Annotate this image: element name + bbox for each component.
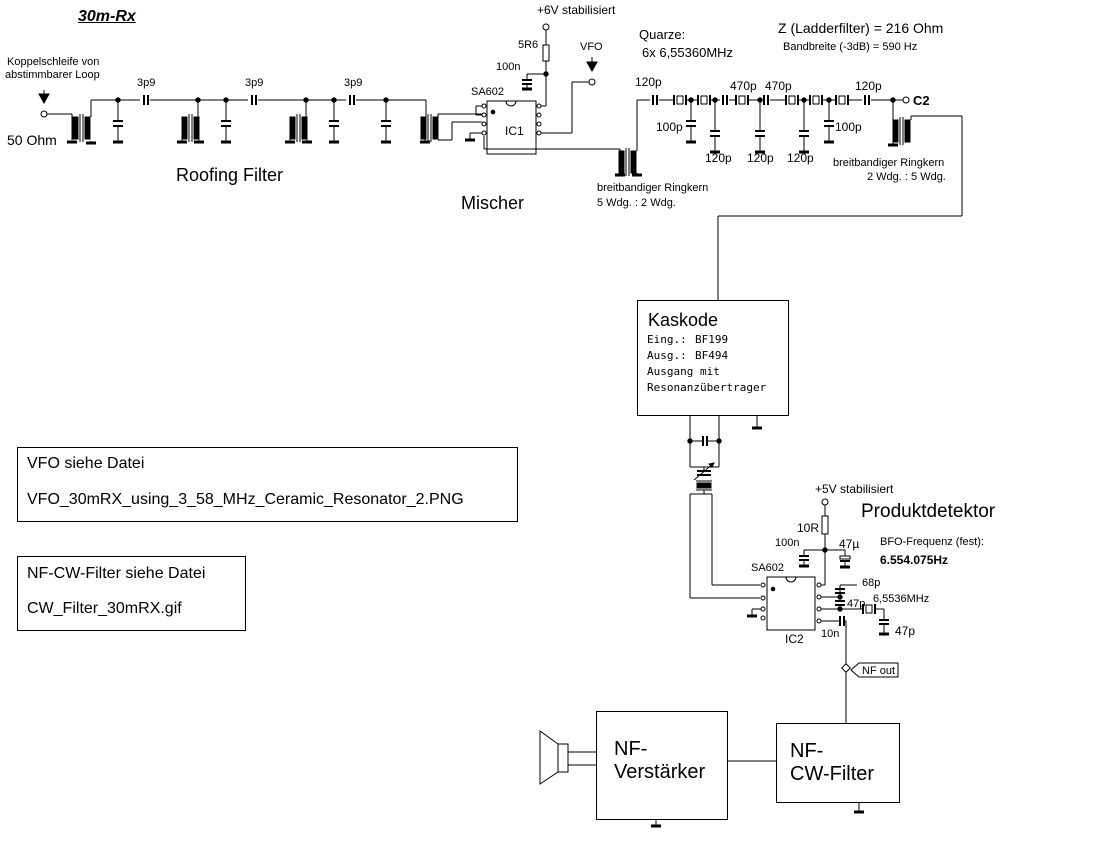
node-c2: C2 [913, 93, 930, 108]
ladder-cap-shunt-2: 120p [705, 151, 732, 165]
product-cap-47p-b: 47p [895, 624, 916, 638]
roofing-cap-1: 3p9 [137, 77, 156, 89]
cw-filter-note-box: NF-CW-Filter siehe Datei CW_Filter_30mRX… [17, 556, 246, 631]
product-cap-68p: 68p [862, 577, 881, 589]
ladder-cap-shunt-5: 100p [835, 120, 862, 134]
audio-chain-drawing [539, 730, 866, 828]
ladder-impedance: Z (Ladderfilter) = 216 Ohm [778, 20, 944, 36]
ladder-core-line2: 2 Wdg. : 5 Wdg. [867, 171, 946, 183]
nf-amplifier-block: NF- Verstärker [596, 711, 728, 820]
cw-filter-line1: NF- [790, 740, 824, 762]
mixer-resistor: 5R6 [518, 39, 539, 51]
roofing-filter-drawing [38, 90, 482, 145]
roofing-cap-3: 3p9 [344, 77, 363, 89]
nf-out-tag: NF out [862, 665, 896, 677]
roofing-cap-2: 3p9 [245, 77, 264, 89]
cw-note-line1: NF-CW-Filter siehe Datei [27, 565, 206, 582]
roofing-filter-label: Roofing Filter [176, 165, 284, 185]
mixer-ic-label: IC1 [505, 124, 524, 138]
product-crystal: 6,5536MHz [873, 593, 930, 605]
cascode-block: Kaskode Eing.: BF199 Ausg.: BF494 Ausgan… [637, 300, 789, 416]
vfo-note-box: VFO siehe Datei VFO_30mRX_using_3_58_MHz… [17, 447, 518, 522]
mixer-supply: +6V stabilisiert [537, 3, 616, 17]
cw-filter-block: NF- CW-Filter [776, 723, 900, 803]
ladder-core-line1: breitbandiger Ringkern [833, 157, 945, 169]
ladder-cap-top-1: 120p [635, 75, 662, 89]
input-coupling-line1: Koppelschleife von [7, 56, 100, 68]
vfo-input-label: VFO [580, 41, 603, 53]
quartz-line2: 6x 6,55360MHz [642, 45, 734, 60]
product-detector-title: Produktdetektor [861, 501, 996, 522]
ladder-cap-shunt-1: 100p [656, 120, 683, 134]
cascode-in-value: BF199 [695, 333, 729, 346]
ladder-bandwidth: Bandbreite (-3dB) = 590 Hz [783, 41, 918, 53]
mixer-core-line1: breitbandiger Ringkern [597, 182, 709, 194]
ladder-cap-shunt-4: 120p [787, 151, 814, 165]
product-cap-100n: 100n [775, 537, 800, 549]
product-detector-drawing [745, 498, 899, 723]
cascode-out-value: BF494 [695, 349, 729, 362]
cascode-line3: Ausgang mit [647, 365, 720, 378]
input-coupling-line2: abstimmbarer Loop [5, 69, 100, 81]
ladder-cap-top-4: 120p [855, 79, 882, 93]
product-cap-10n: 10n [821, 628, 840, 640]
schematic-title: 30m-Rx [78, 8, 136, 25]
quartz-line1: Quarze: [639, 27, 686, 42]
ladder-cap-shunt-3: 120p [747, 151, 774, 165]
cascode-wiring [687, 414, 764, 599]
nf-amplifier-line1: NF- [614, 738, 648, 760]
vfo-note-line1: VFO siehe Datei [27, 455, 145, 472]
product-cap-47p-a: 47p [847, 598, 866, 610]
cascode-out-label: Ausg.: [647, 349, 687, 362]
mixer-chip: SA602 [471, 86, 505, 98]
vfo-note-line2: VFO_30mRX_using_3_58_MHz_Ceramic_Resonat… [27, 491, 464, 508]
input-impedance: 50 Ohm [7, 132, 57, 148]
cascode-title: Kaskode [648, 310, 719, 330]
mixer-cap: 100n [496, 61, 521, 73]
product-ic-label: IC2 [785, 632, 804, 646]
mixer-label: Mischer [461, 193, 525, 213]
cw-filter-line2: CW-Filter [790, 763, 875, 785]
nf-amplifier-line2: Verstärker [614, 761, 706, 783]
bfo-value: 6.554.075Hz [880, 553, 949, 567]
product-supply: +5V stabilisiert [815, 482, 894, 496]
cascode-line4: Resonanzübertrager [647, 381, 767, 394]
mixer-drawing [463, 23, 644, 177]
ladder-filter-drawing [637, 94, 963, 300]
product-resistor: 10R [797, 521, 820, 535]
mixer-core-line2: 5 Wdg. : 2 Wdg. [597, 197, 676, 209]
product-chip: SA602 [751, 562, 785, 574]
ladder-cap-top-2: 470p [730, 79, 757, 93]
cascode-in-label: Eing.: [647, 333, 687, 346]
cw-note-line2: CW_Filter_30mRX.gif [27, 600, 182, 617]
ladder-cap-top-3: 470p [765, 79, 792, 93]
bfo-label: BFO-Frequenz (fest): [880, 536, 984, 548]
product-cap-47u: 47µ [839, 537, 860, 551]
